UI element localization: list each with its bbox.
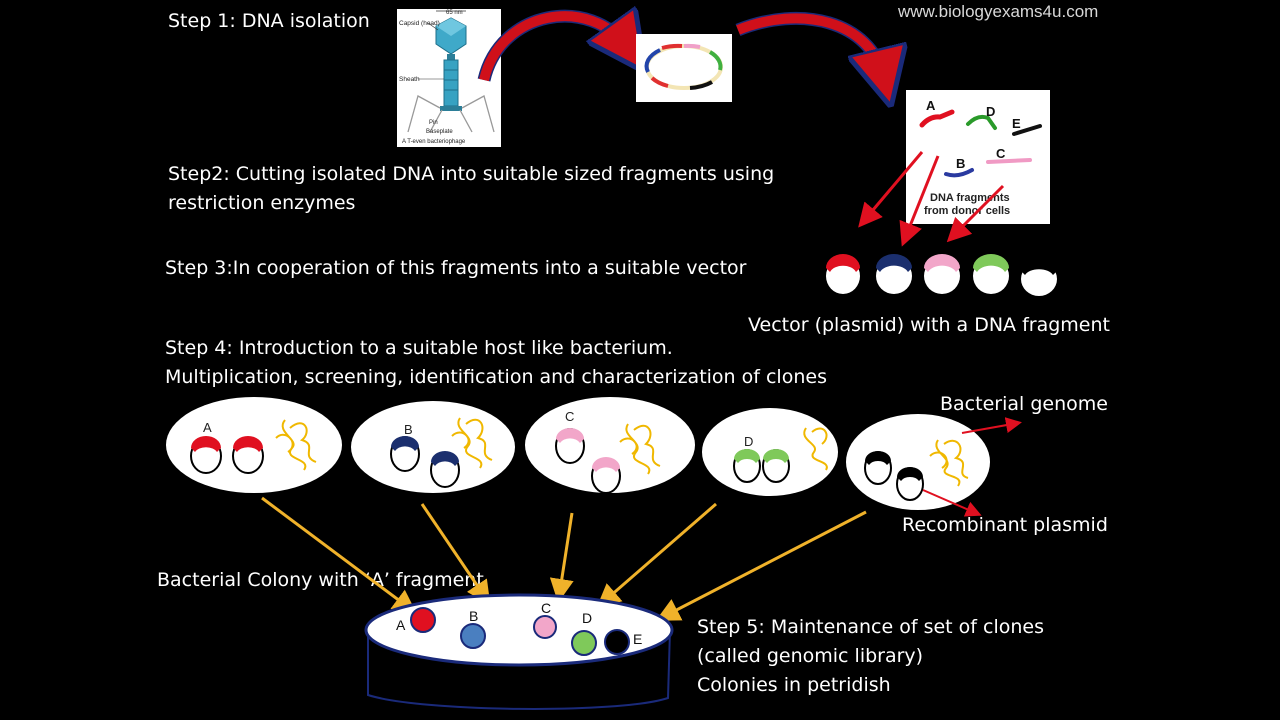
recombinant-plasmid-label: Recombinant plasmid — [902, 514, 1108, 536]
dish-label-c: C — [541, 600, 551, 616]
fragment-label-e: E — [1012, 116, 1021, 131]
arrow-fragment-to-vector-3 — [946, 184, 1005, 243]
colony-d — [571, 630, 597, 656]
dish-label-a: A — [396, 617, 406, 633]
arrow-cell-b-to-dish — [420, 503, 491, 605]
fragments-caption-line1: DNA fragments — [930, 192, 1010, 204]
arrow-fragment-to-vector-1 — [858, 151, 924, 228]
step5-label-line2: (called genomic library) — [697, 645, 924, 667]
fragment-label-d: D — [986, 104, 995, 119]
phage-size-label: 65 nm — [446, 10, 463, 16]
step2-label-line2: restriction enzymes — [168, 192, 356, 214]
dna-fragments-image: A D E B C DNA fragments from donor cells — [906, 90, 1050, 224]
curved-arrow-2 — [736, 13, 884, 78]
colony-c — [533, 615, 557, 639]
step5-label-line1: Step 5: Maintenance of set of clones — [697, 616, 1044, 638]
bacterial-cell-d: D — [702, 408, 838, 496]
vector-row — [826, 254, 1057, 296]
arrow-bacterial-genome — [961, 417, 1022, 434]
vector-label: Vector (plasmid) with a DNA fragment — [748, 314, 1110, 336]
bacterial-genome-label: Bacterial genome — [940, 393, 1108, 415]
curved-arrow-1 — [479, 16, 628, 82]
arrow-cell-a-to-dish — [261, 496, 417, 614]
arrow-cell-e-to-dish — [655, 510, 867, 621]
cell-label-b: B — [404, 422, 413, 437]
colony-b — [460, 623, 486, 649]
step4-label-line2: Multiplication, screening, identificatio… — [165, 366, 827, 388]
colony-e — [604, 629, 630, 655]
dish-label-b: B — [469, 608, 478, 624]
arrow-recombinant-plasmid — [922, 489, 982, 517]
phage-capsid-label: Capsid (head) — [399, 20, 440, 27]
bacterial-cell-e — [846, 414, 990, 510]
petri-dish: A B C D E — [364, 593, 674, 710]
watermark: www.biologyexams4u.com — [898, 2, 1099, 21]
circular-dna-image — [636, 34, 732, 102]
arrow-fragment-to-vector-2 — [899, 155, 940, 247]
step3-label: Step 3:In cooperation of this fragments … — [165, 257, 747, 279]
step2-label-line1: Step2: Cutting isolated DNA into suitabl… — [168, 163, 775, 185]
bacterial-colony-label: Bacterial Colony with ‘A’ fragment — [157, 569, 484, 591]
cell-label-d: D — [744, 434, 753, 449]
cell-label-c: C — [565, 409, 574, 424]
fragments-caption-line2: from donor cells — [924, 205, 1010, 217]
phage-caption: A T-even bacteriophage — [402, 139, 466, 145]
phage-pin-label: Pin — [429, 120, 438, 126]
dish-label-e: E — [633, 631, 642, 647]
dish-label-d: D — [582, 610, 592, 626]
step5-label-line3: Colonies in petridish — [697, 674, 891, 696]
fragment-label-b: B — [956, 156, 965, 171]
bacterial-cell-c: C — [525, 397, 695, 494]
fragment-label-a: A — [926, 98, 936, 113]
phage-baseplate-label: Baseplate — [426, 129, 453, 135]
cell-label-a: A — [203, 420, 212, 435]
arrow-cell-d-to-dish — [596, 502, 717, 608]
step4-label-line1: Step 4: Introduction to a suitable host … — [165, 337, 673, 359]
bacteriophage-image: 65 nm Capsid (head) Sheath Pin Baseplate… — [397, 9, 501, 147]
phage-sheath-label: Sheath — [399, 76, 420, 83]
fragment-label-c: C — [996, 146, 1006, 161]
bacterial-cell-a: A — [166, 397, 342, 493]
step1-label: Step 1: DNA isolation — [168, 10, 370, 32]
bacterial-cell-b: B — [351, 401, 515, 493]
arrow-cell-c-to-dish — [549, 512, 574, 603]
colony-a — [410, 607, 436, 633]
